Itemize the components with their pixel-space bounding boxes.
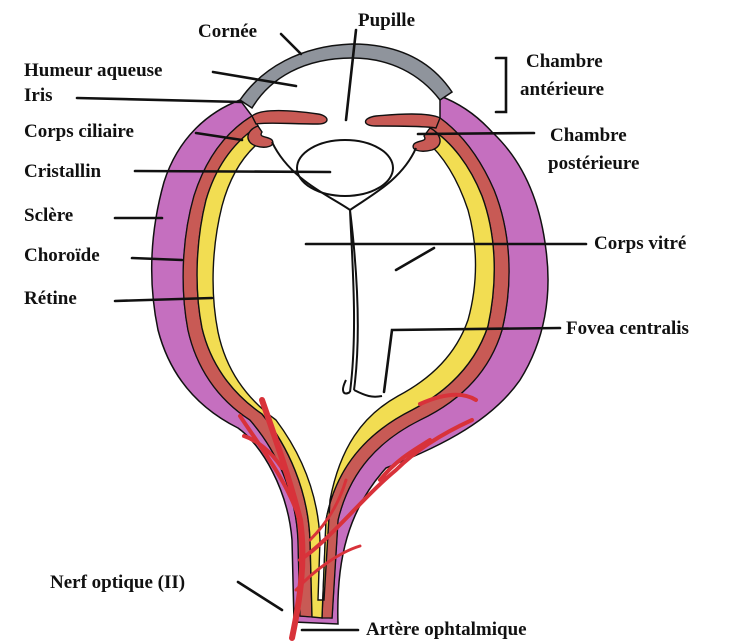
vitreous-posterior: [343, 380, 382, 397]
label-fovea: Fovea centralis: [566, 318, 689, 339]
label-cristallin: Cristallin: [24, 161, 101, 182]
lead-cornee: [281, 34, 301, 54]
label-chambre-anterieure-2: antérieure: [520, 79, 604, 100]
label-humeur-aqueuse: Humeur aqueuse: [24, 60, 162, 81]
eye-layers: [152, 44, 548, 624]
label-nerf-optique: Nerf optique (II): [50, 572, 185, 593]
labels: Cornée Pupille Humeur aqueuse Iris Chamb…: [24, 10, 689, 640]
label-choroide: Choroïde: [24, 245, 100, 266]
eye-internals: [248, 111, 440, 397]
bracket-chambre-anterieure: [496, 58, 506, 112]
iris-left: [252, 111, 327, 125]
label-chambre-posterieure-2: postérieure: [548, 153, 639, 174]
ciliary-body-right: [413, 128, 440, 151]
label-artere: Artère ophtalmique: [366, 619, 527, 640]
lead-iris: [77, 98, 242, 102]
label-iris: Iris: [24, 85, 53, 106]
iris-right: [366, 114, 441, 128]
lead-chambre-posterieure: [418, 133, 534, 134]
label-cornee: Cornée: [198, 21, 257, 42]
label-chambre-posterieure-1: Chambre: [550, 125, 627, 146]
label-sclere: Sclère: [24, 205, 73, 226]
ciliary-body-left: [248, 126, 273, 147]
lens: [297, 140, 393, 196]
lead-corps-vitre-b: [396, 248, 434, 270]
cornea-layer: [240, 44, 452, 108]
label-corps-ciliaire: Corps ciliaire: [24, 121, 134, 142]
lead-cristallin: [135, 171, 330, 172]
label-pupille: Pupille: [358, 10, 415, 31]
lead-nerf-optique: [238, 582, 282, 610]
label-corps-vitre: Corps vitré: [594, 233, 686, 254]
label-chambre-anterieure-1: Chambre: [526, 51, 603, 72]
label-retine: Rétine: [24, 288, 77, 309]
